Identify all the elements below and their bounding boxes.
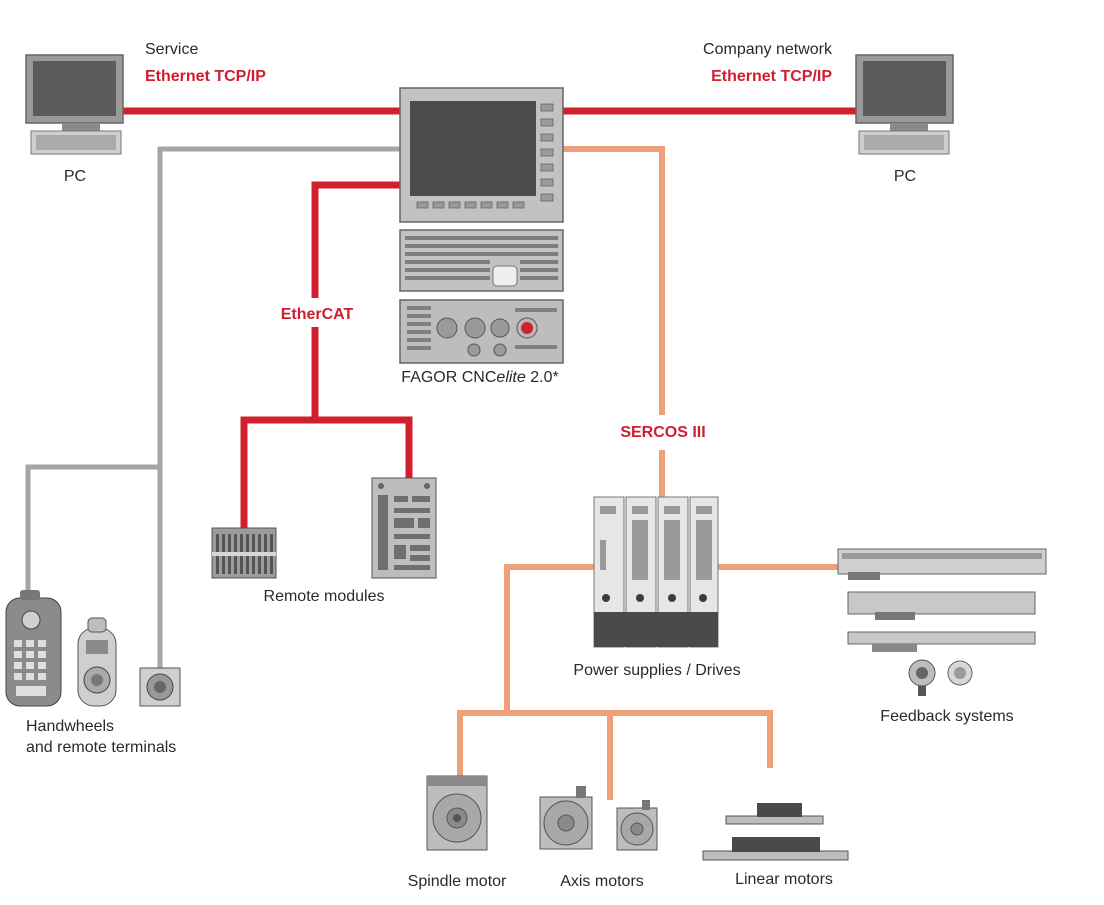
label-spindle-motor: Spindle motor — [408, 873, 507, 890]
spindle-motor — [426, 775, 488, 851]
cnc-keyboard — [399, 229, 564, 292]
sercos-lines — [457, 146, 840, 800]
cnc-name-prefix: FAGOR CNC — [401, 369, 496, 386]
cnc-monitor — [399, 87, 564, 223]
portable-handwheel — [77, 617, 117, 707]
label-axis-motors: Axis motors — [560, 873, 644, 890]
label-pc-left: PC — [64, 168, 86, 185]
panel-handwheel — [139, 667, 181, 707]
label-remote-modules: Remote modules — [264, 588, 385, 605]
drives-rack — [593, 496, 719, 648]
remote-terminal — [5, 590, 62, 707]
diagram-labels: Service Ethernet TCP/IP Company network … — [26, 41, 1014, 890]
cnc-operator-panel — [399, 299, 564, 364]
label-cnc-name: FAGOR CNCelite 2.0* — [401, 369, 558, 386]
label-sercos: SERCOS III — [620, 424, 705, 441]
handwheel-bus-lines — [25, 146, 400, 680]
label-ethercat: EtherCAT — [281, 306, 354, 323]
label-ethernet-right: Ethernet TCP/IP — [711, 68, 832, 85]
remote-module-board — [371, 477, 437, 579]
remote-module-io — [211, 527, 277, 579]
ethercat-lines — [240, 181, 413, 530]
label-power-supplies: Power supplies / Drives — [573, 662, 740, 679]
label-linear-motors: Linear motors — [735, 871, 833, 888]
feedback-devices — [837, 548, 1047, 696]
cnc-name-suffix: 2.0* — [526, 369, 559, 386]
label-feedback: Feedback systems — [880, 708, 1013, 725]
pc-left — [25, 54, 124, 155]
linear-motor — [702, 803, 849, 861]
label-service: Service — [145, 41, 198, 58]
label-handwheels-line2: and remote terminals — [26, 739, 176, 756]
label-ethernet-left: Ethernet TCP/IP — [145, 68, 266, 85]
axis-motor-large — [539, 786, 593, 850]
label-handwheels-line1: Handwheels — [26, 718, 114, 735]
pc-right — [855, 54, 954, 155]
cnc-name-italic: elite — [496, 369, 525, 386]
label-company-network: Company network — [703, 41, 833, 58]
axis-motor-small — [616, 800, 658, 851]
label-pc-right: PC — [894, 168, 916, 185]
